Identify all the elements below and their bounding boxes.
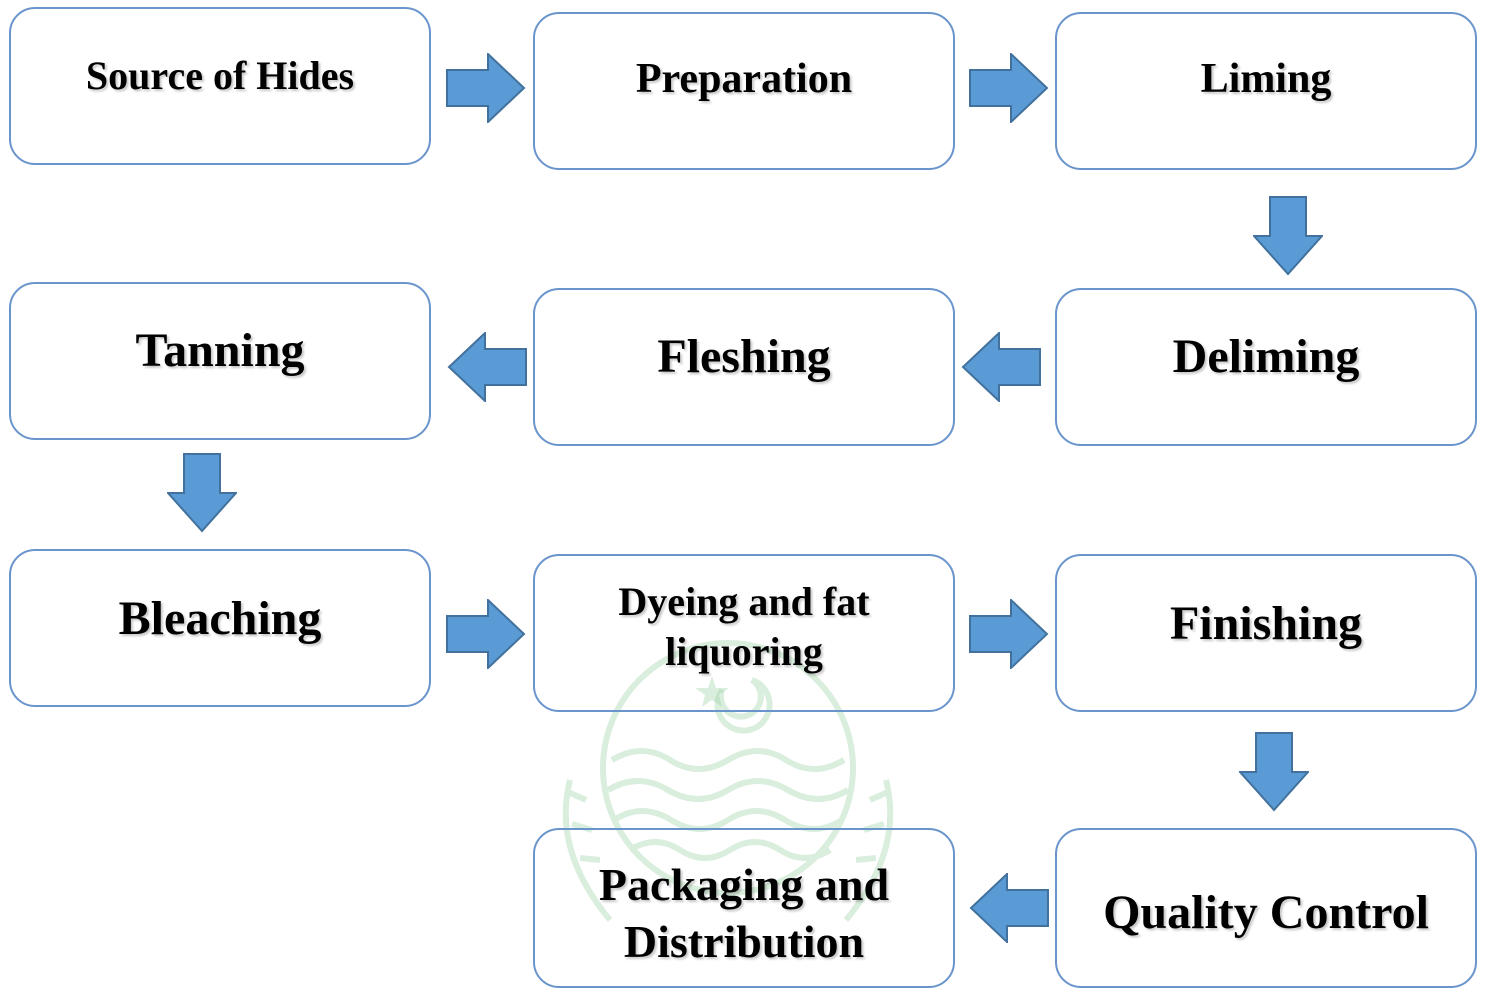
step-quality-control: Quality Control xyxy=(1055,828,1477,988)
step-source-of-hides: Source of Hides xyxy=(9,7,431,165)
step-label: Deliming xyxy=(1172,330,1360,383)
step-label-line-2: liquoring xyxy=(665,629,823,674)
step-liming: Liming xyxy=(1055,12,1477,170)
step-label: Source of Hides xyxy=(85,53,355,98)
step-tanning: Tanning xyxy=(9,282,431,440)
arrow-left-icon xyxy=(961,332,1041,402)
step-label: Finishing xyxy=(1169,597,1363,650)
step-fleshing: Fleshing xyxy=(533,288,955,446)
step-bleaching: Bleaching xyxy=(9,549,431,707)
step-label-line-1: Packaging and xyxy=(598,858,890,910)
step-dyeing-and-fat-liquoring: Dyeing and fat liquoring xyxy=(533,554,955,712)
arrow-left-icon xyxy=(969,873,1049,943)
arrow-down-icon xyxy=(1239,732,1309,812)
step-label: Quality Control xyxy=(1103,886,1429,939)
arrow-down-icon xyxy=(1253,196,1323,276)
arrow-right-icon xyxy=(969,599,1049,669)
step-packaging-and-distribution: Packaging and Distribution xyxy=(533,828,955,988)
arrow-left-icon xyxy=(447,332,527,402)
step-label-line-1: Dyeing and fat xyxy=(618,579,870,624)
step-label: Bleaching xyxy=(118,592,322,645)
arrow-right-icon xyxy=(969,53,1049,123)
step-label: Preparation xyxy=(635,55,853,102)
step-label: Tanning xyxy=(135,324,305,377)
step-preparation: Preparation xyxy=(533,12,955,170)
step-label-line-2: Distribution xyxy=(623,916,865,967)
arrow-down-icon xyxy=(167,453,237,533)
step-finishing: Finishing xyxy=(1055,554,1477,712)
step-label: Liming xyxy=(1200,55,1332,102)
step-deliming: Deliming xyxy=(1055,288,1477,446)
arrow-right-icon xyxy=(446,599,526,669)
arrow-right-icon xyxy=(446,53,526,123)
step-label: Fleshing xyxy=(657,330,831,383)
